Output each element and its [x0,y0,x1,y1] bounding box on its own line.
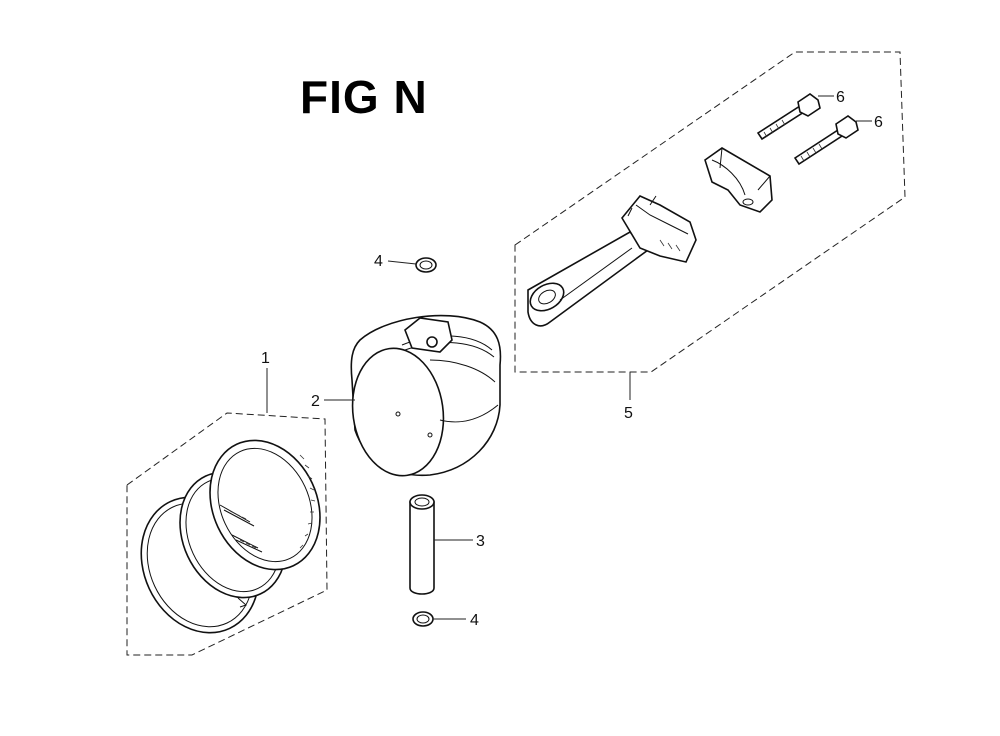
leader-4-top [387,260,417,265]
figure-title: FIG N [300,71,428,123]
piston: 2 [311,314,502,477]
callout-4-top: 4 [374,253,383,270]
callout-6a: 6 [836,89,845,106]
callout-3: 3 [476,533,485,550]
connecting-rod-group: 5 [514,51,906,422]
pin-clip-top: 4 [374,253,437,273]
rod-bolt-a: 6 [756,89,845,141]
connecting-rod-box [514,51,906,373]
callout-1: 1 [261,350,270,367]
ring-set-group: 1 [126,350,328,656]
callout-4-bottom: 4 [470,612,479,629]
connecting-rod [527,195,697,327]
connecting-rod-cap [704,147,773,213]
piston-ring-oil [209,439,321,608]
rod-bolt-b: 6 [793,114,883,166]
callout-6b: 6 [874,114,883,131]
pin-clip-bottom: 4 [412,611,479,629]
callout-2: 2 [311,393,320,410]
callout-5: 5 [624,405,633,422]
piston-pin: 3 [409,494,485,595]
ring-set-box [126,412,328,656]
